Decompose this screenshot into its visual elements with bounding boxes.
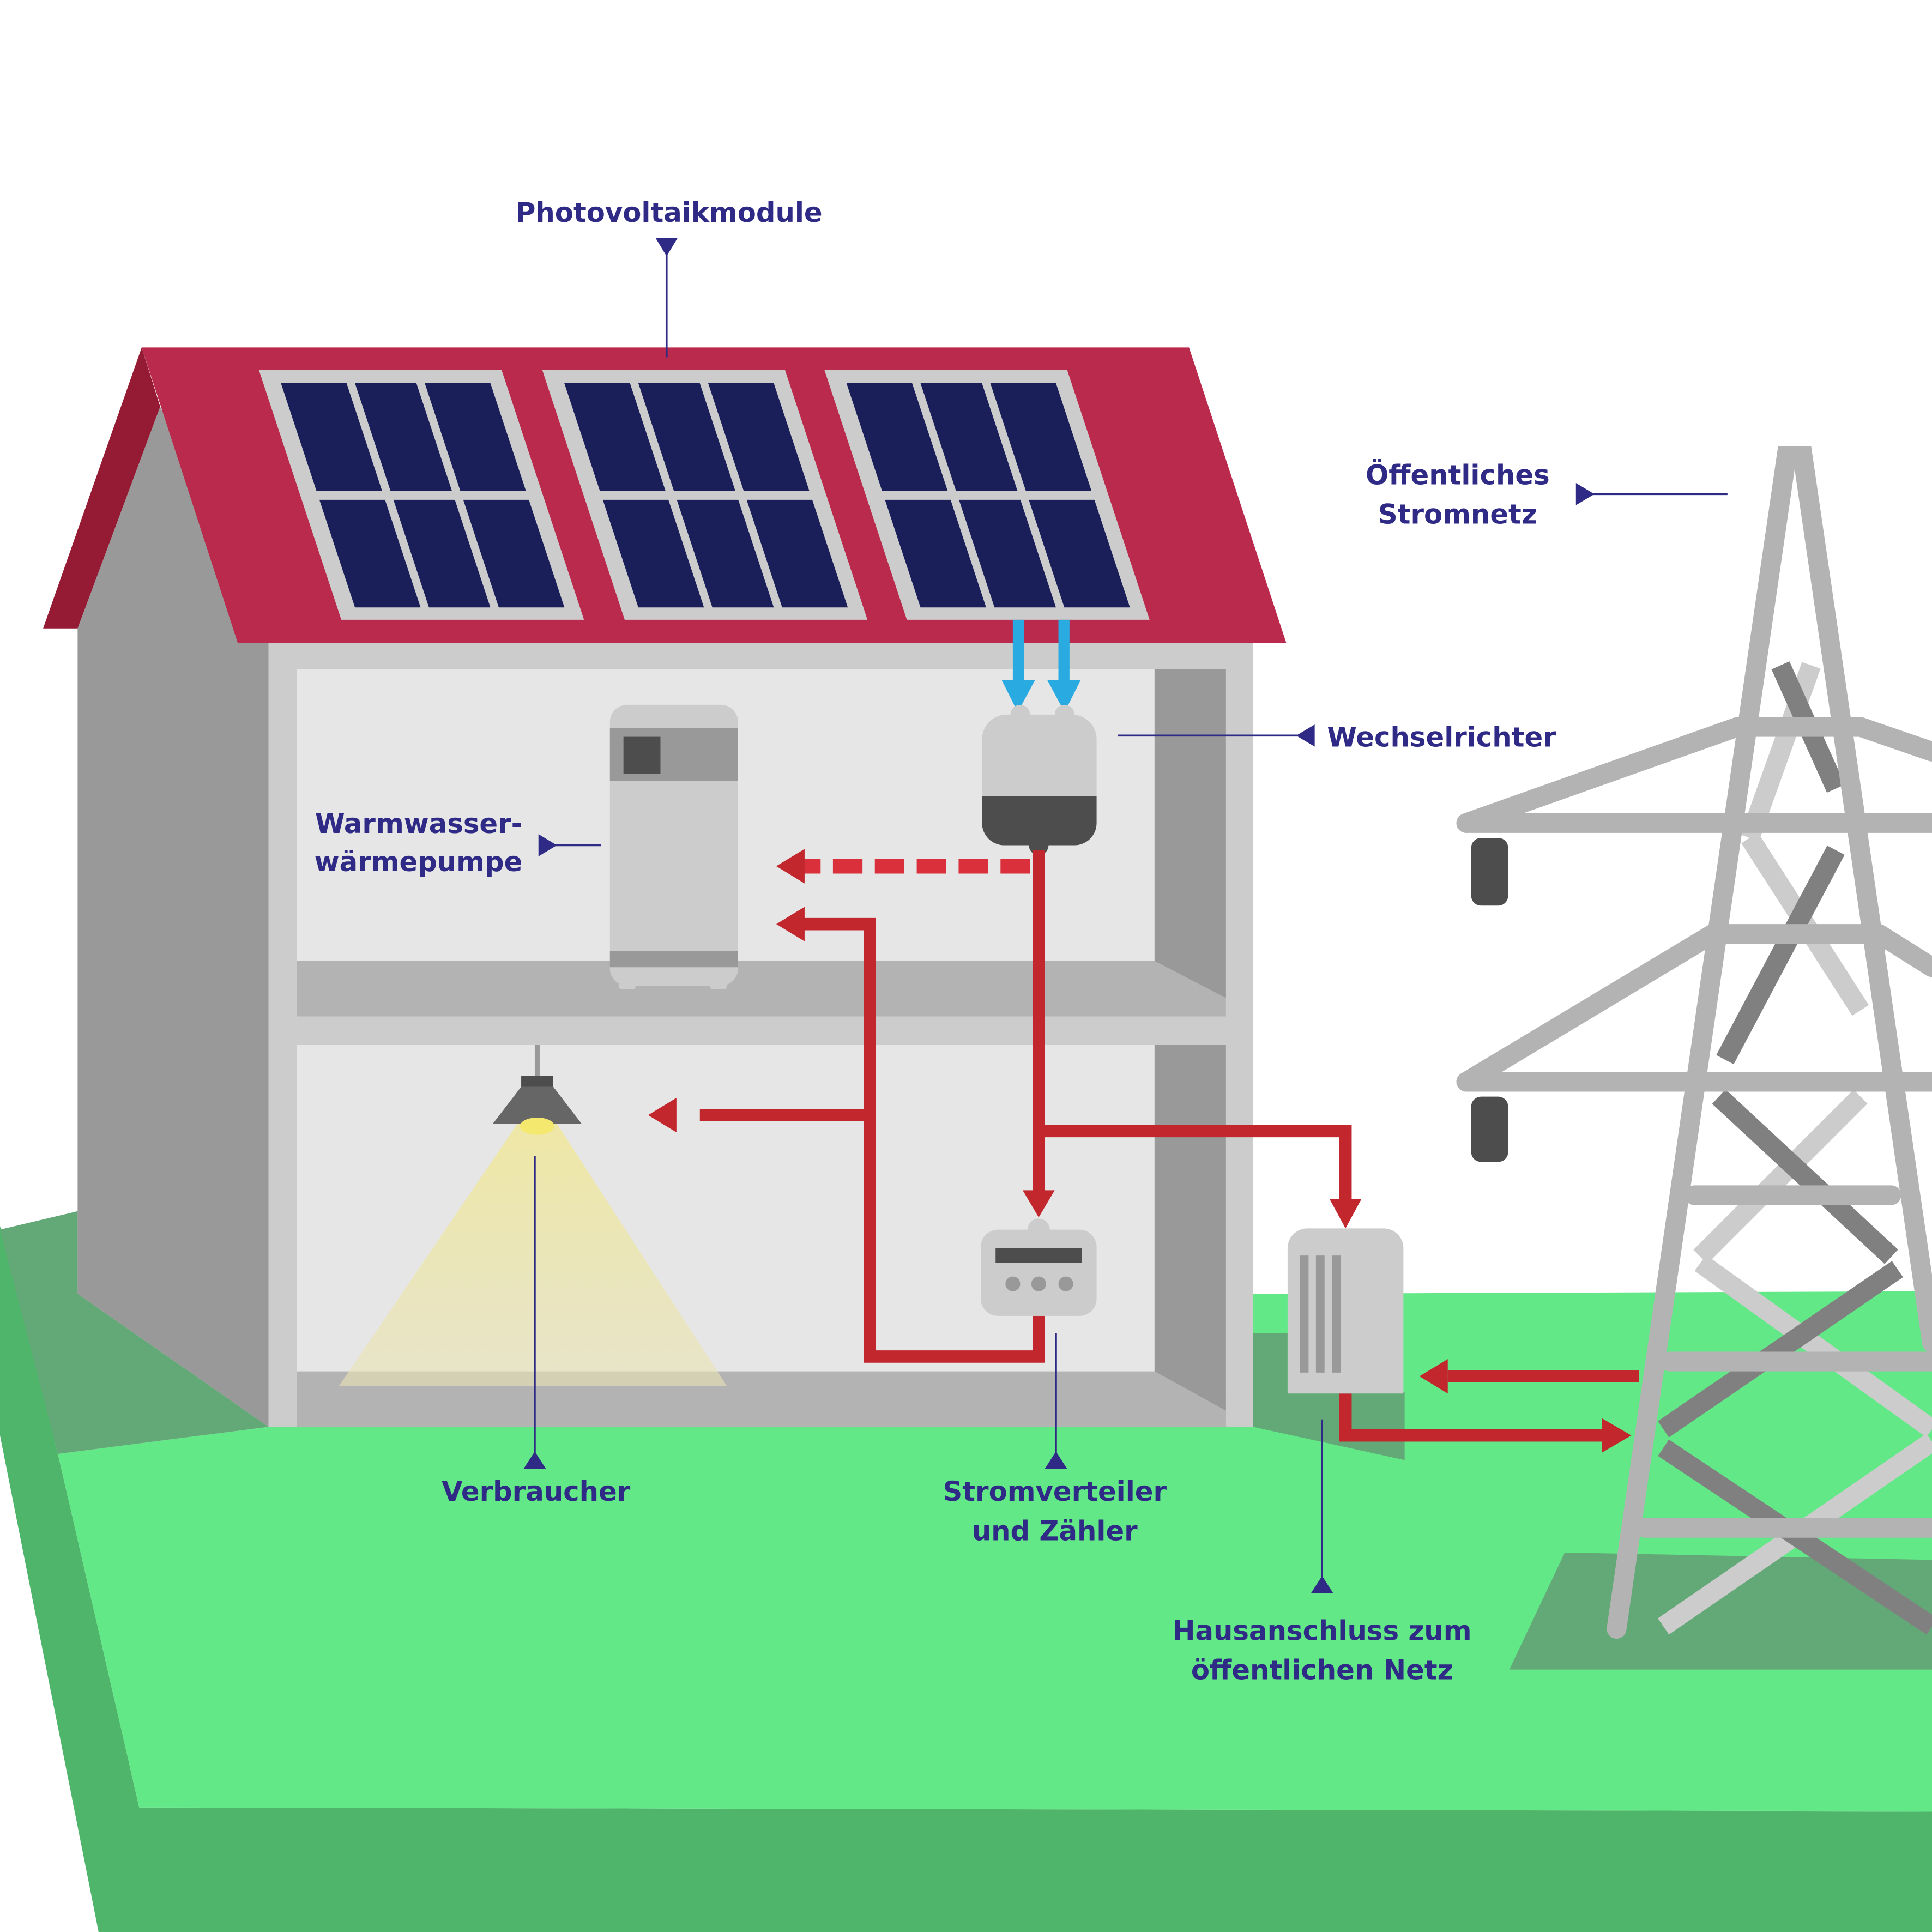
solar-cell bbox=[463, 499, 565, 608]
solar-cell bbox=[885, 499, 986, 608]
power-pylon bbox=[1456, 446, 1932, 1639]
solar-cell bbox=[959, 499, 1056, 608]
insulator-icon bbox=[1471, 1096, 1508, 1162]
solar-cell bbox=[564, 383, 666, 491]
solar-cell bbox=[425, 383, 526, 491]
house-connection-box bbox=[1287, 1228, 1404, 1394]
solar-cell bbox=[846, 383, 948, 491]
solar-cell bbox=[990, 383, 1092, 491]
lamp-light-cone bbox=[339, 1124, 727, 1386]
solar-cell bbox=[746, 499, 848, 608]
solar-cell bbox=[677, 499, 774, 608]
solar-cell bbox=[319, 499, 421, 608]
inverter bbox=[982, 704, 1097, 855]
solar-cell bbox=[602, 499, 704, 608]
label-inverter: Wechselrichter bbox=[1118, 722, 1556, 753]
heatpump-label-line1: Warmwasser- bbox=[315, 808, 523, 840]
connection-label-line2: öffentlichen Netz bbox=[1191, 1655, 1453, 1686]
electricity-meter bbox=[981, 1218, 1097, 1316]
lamp-icon bbox=[493, 1045, 582, 1135]
solar-cell bbox=[638, 383, 735, 491]
heat-pump bbox=[609, 704, 738, 989]
label-grid: Öffentliches Stromnetz bbox=[1366, 458, 1728, 530]
grid-label-line1: Öffentliches bbox=[1366, 458, 1550, 491]
label-heatpump: Warmwasser- wärmepumpe bbox=[315, 808, 601, 878]
inverter-label: Wechselrichter bbox=[1327, 722, 1556, 753]
insulator-icon bbox=[1471, 837, 1508, 906]
connection-label-line1: Hausanschluss zum bbox=[1173, 1615, 1472, 1646]
meter-label-line1: Stromverteiler bbox=[943, 1476, 1167, 1507]
roof-side bbox=[43, 347, 160, 629]
meter-label-line2: und Zähler bbox=[972, 1515, 1138, 1547]
consumer-label: Verbraucher bbox=[442, 1476, 631, 1507]
solar-cell bbox=[355, 383, 452, 491]
heatpump-label-line2: wärmepumpe bbox=[315, 846, 523, 878]
label-meter: Stromverteiler und Zähler bbox=[943, 1333, 1167, 1547]
label-connection: Hausanschluss zum öffentlichen Netz bbox=[1173, 1419, 1472, 1686]
solar-cell bbox=[393, 499, 491, 608]
pv-modules-label: Photovoltaikmodule bbox=[516, 197, 823, 228]
ac-flow-lines bbox=[648, 849, 1639, 1453]
solar-cell bbox=[920, 383, 1018, 491]
solar-cell bbox=[281, 383, 382, 491]
solar-cell bbox=[708, 383, 810, 491]
label-pv-modules: Photovoltaikmodule bbox=[516, 197, 823, 358]
dc-flow-arrows bbox=[1001, 619, 1081, 713]
solar-cell bbox=[1029, 499, 1130, 608]
label-consumer: Verbraucher bbox=[442, 1156, 631, 1507]
grid-label-line2: Stromnetz bbox=[1378, 499, 1537, 530]
solar-panels bbox=[258, 370, 1150, 620]
